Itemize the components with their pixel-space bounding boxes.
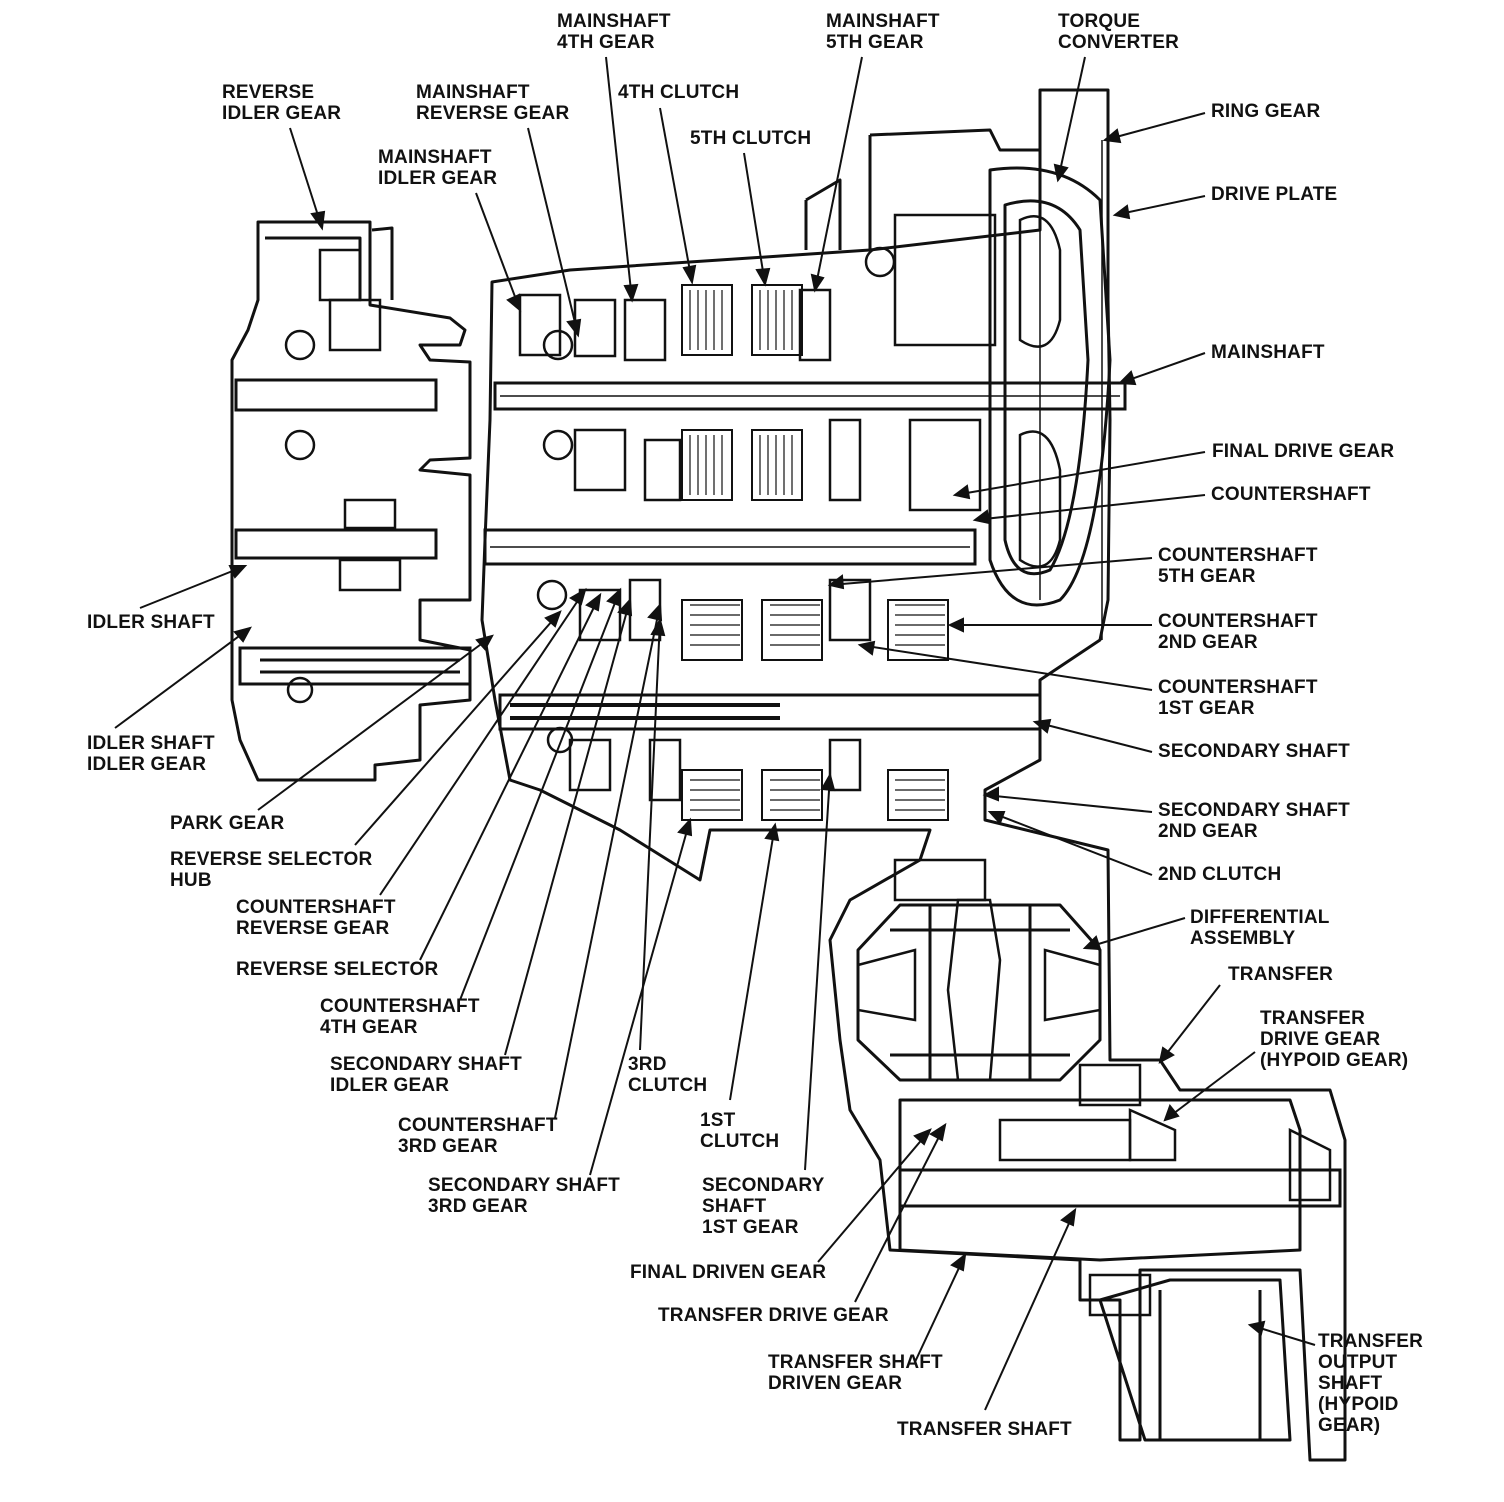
label-transfer-output-shaft: TRANSFER OUTPUT SHAFT (HYPOID GEAR) — [1318, 1331, 1424, 1436]
label-secondary-shaft-1st-gear: SECONDARY SHAFT 1ST GEAR — [702, 1175, 825, 1238]
label-drive-plate: DRIVE PLATE — [1211, 184, 1338, 205]
label-mainshaft: MAINSHAFT — [1211, 342, 1325, 363]
label-secondary-shaft-2nd-gear: SECONDARY SHAFT 2ND GEAR — [1158, 800, 1350, 842]
label-secondary-shaft-3rd-gear: SECONDARY SHAFT 3RD GEAR — [428, 1175, 620, 1217]
label-transfer-shaft-driven-gear: TRANSFER SHAFT DRIVEN GEAR — [768, 1352, 943, 1394]
label-1st-clutch: 1ST CLUTCH — [700, 1110, 780, 1152]
label-countershaft-4th-gear: COUNTERSHAFT 4TH GEAR — [320, 996, 480, 1038]
clutch-packs — [681, 284, 949, 821]
label-countershaft-reverse-gear: COUNTERSHAFT REVERSE GEAR — [236, 897, 396, 939]
label-reverse-selector: REVERSE SELECTOR — [236, 959, 439, 980]
label-secondary-shaft-idler-gear: SECONDARY SHAFT IDLER GEAR — [330, 1054, 522, 1096]
label-mainshaft-4th-gear: MAINSHAFT 4TH GEAR — [557, 11, 671, 53]
label-ring-gear: RING GEAR — [1211, 101, 1321, 122]
label-2nd-clutch: 2ND CLUTCH — [1158, 864, 1282, 885]
label-5th-clutch: 5TH CLUTCH — [690, 128, 812, 149]
label-countershaft-1st-gear: COUNTERSHAFT 1ST GEAR — [1158, 677, 1318, 719]
label-4th-clutch: 4TH CLUTCH — [618, 82, 740, 103]
label-park-gear: PARK GEAR — [170, 813, 285, 834]
housing-outline — [230, 88, 1347, 1462]
label-transfer-drive-gear: TRANSFER DRIVE GEAR — [658, 1305, 889, 1326]
shafts — [234, 378, 1342, 1440]
leader-lines — [114, 56, 1316, 1411]
label-final-drive-gear: FINAL DRIVE GEAR — [1212, 441, 1395, 462]
label-reverse-selector-hub: REVERSE SELECTOR HUB — [170, 849, 373, 891]
label-countershaft-3rd-gear: COUNTERSHAFT 3RD GEAR — [398, 1115, 558, 1157]
label-mainshaft-5th-gear: MAINSHAFT 5TH GEAR — [826, 11, 940, 53]
label-3rd-clutch: 3RD CLUTCH — [628, 1054, 708, 1096]
label-differential-assembly: DIFFERENTIAL ASSEMBLY — [1190, 907, 1330, 949]
label-secondary-shaft: SECONDARY SHAFT — [1158, 741, 1350, 762]
label-final-driven-gear: FINAL DRIVEN GEAR — [630, 1262, 827, 1283]
label-countershaft-2nd-gear: COUNTERSHAFT 2ND GEAR — [1158, 611, 1318, 653]
label-idler-shaft: IDLER SHAFT — [87, 612, 215, 633]
label-transfer: TRANSFER — [1228, 964, 1334, 985]
label-transfer-shaft: TRANSFER SHAFT — [897, 1419, 1072, 1440]
label-mainshaft-idler-gear: MAINSHAFT IDLER GEAR — [378, 147, 498, 189]
label-transfer-drive-gear-hypoid: TRANSFER DRIVE GEAR (HYPOID GEAR) — [1260, 1008, 1409, 1071]
label-countershaft: COUNTERSHAFT — [1211, 484, 1371, 505]
gears-bearings — [284, 100, 1332, 1317]
label-countershaft-5th-gear: COUNTERSHAFT 5TH GEAR — [1158, 545, 1318, 587]
label-idler-shaft-idler-gear: IDLER SHAFT IDLER GEAR — [87, 733, 215, 775]
label-reverse-idler-gear: REVERSE IDLER GEAR — [222, 82, 342, 124]
label-torque-converter: TORQUE CONVERTER — [1058, 11, 1180, 53]
label-mainshaft-reverse-gear: MAINSHAFT REVERSE GEAR — [416, 82, 570, 124]
